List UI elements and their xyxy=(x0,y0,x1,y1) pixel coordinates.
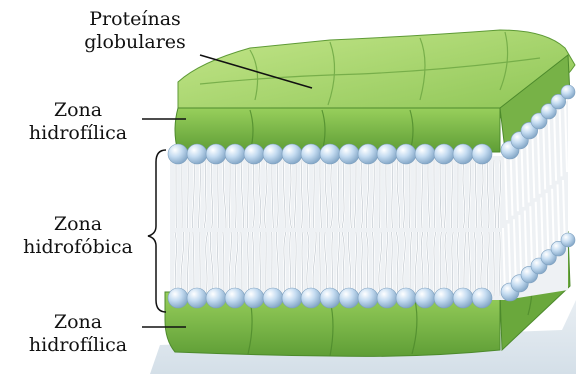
phospholipid-head xyxy=(453,144,473,164)
phospholipid-head xyxy=(358,144,378,164)
proteins-label-line1: Proteínas xyxy=(60,8,210,31)
hydrophilic-bottom-line1: Zona xyxy=(8,311,148,334)
phospholipid-head xyxy=(320,144,340,164)
phospholipid-head xyxy=(206,288,226,308)
phospholipid-head xyxy=(434,288,454,308)
top-protein-front xyxy=(175,108,500,152)
phospholipid-head xyxy=(396,144,416,164)
hydrophilic-bottom-label: Zona hidrofílica xyxy=(8,311,148,357)
phospholipid-head xyxy=(244,288,264,308)
hydrophobic-label: Zona hidrofóbica xyxy=(8,213,148,259)
phospholipid-head xyxy=(415,288,435,308)
phospholipid-head xyxy=(377,144,397,164)
phospholipid-head xyxy=(244,144,264,164)
phospholipid-head xyxy=(396,288,416,308)
phospholipid-head xyxy=(187,288,207,308)
hydrophilic-top-label: Zona hidrofílica xyxy=(8,99,148,145)
phospholipid-head xyxy=(453,288,473,308)
proteins-label-line2: globulares xyxy=(60,31,210,54)
phospholipid-head xyxy=(377,288,397,308)
phospholipid-head xyxy=(320,288,340,308)
phospholipid-head xyxy=(206,144,226,164)
phospholipid-head xyxy=(434,144,454,164)
phospholipid-head xyxy=(282,288,302,308)
phospholipid-head xyxy=(263,144,283,164)
hydrophilic-top-line2: hidrofílica xyxy=(8,122,148,145)
hydrophobic-bracket xyxy=(148,150,166,312)
hydrophobic-line2: hidrofóbica xyxy=(8,236,148,259)
phospholipid-head xyxy=(301,144,321,164)
phospholipid-head xyxy=(187,144,207,164)
phospholipid-head xyxy=(168,288,188,308)
phospholipid-head xyxy=(358,288,378,308)
phospholipid-head xyxy=(561,233,575,247)
hydrophilic-top-line1: Zona xyxy=(8,99,148,122)
phospholipid-head xyxy=(225,144,245,164)
phospholipid-head xyxy=(301,288,321,308)
proteins-label: Proteínas globulares xyxy=(60,8,210,54)
hydrophobic-line1: Zona xyxy=(8,213,148,236)
phospholipid-head xyxy=(472,144,492,164)
phospholipid-head xyxy=(339,144,359,164)
phospholipid-head xyxy=(561,85,575,99)
phospholipid-head xyxy=(339,288,359,308)
phospholipid-head xyxy=(225,288,245,308)
phospholipid-head xyxy=(168,144,188,164)
phospholipid-head xyxy=(263,288,283,308)
hydrophilic-bottom-line2: hidrofílica xyxy=(8,334,148,357)
phospholipid-head xyxy=(472,288,492,308)
phospholipid-head xyxy=(415,144,435,164)
phospholipid-head xyxy=(282,144,302,164)
